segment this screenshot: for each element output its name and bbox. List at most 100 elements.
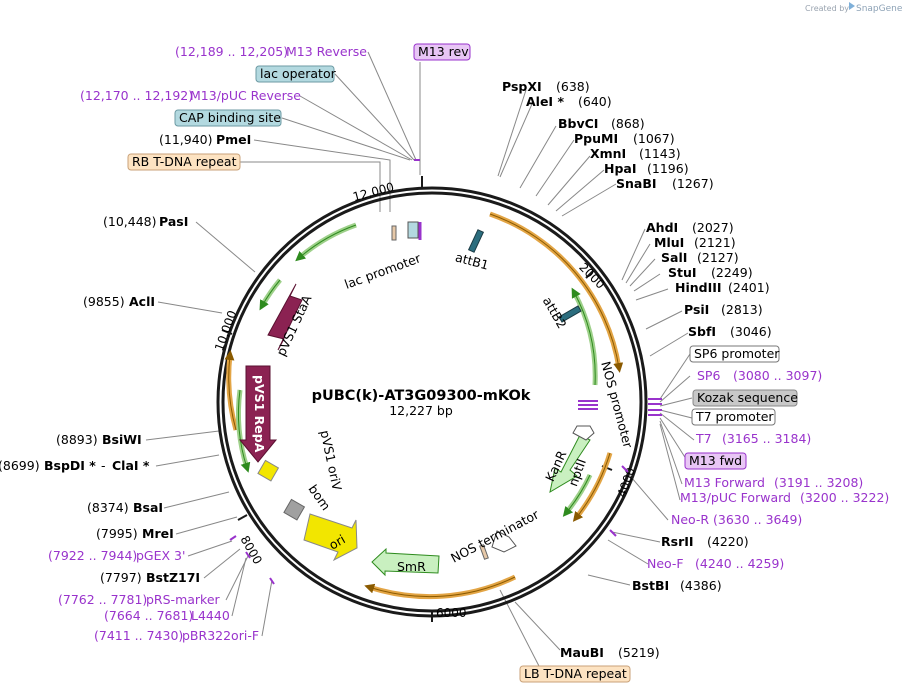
nos-promoter-outline-arrow	[572, 425, 595, 441]
promoter-arrow-right	[562, 474, 591, 517]
tick-label-8000: 8000	[237, 533, 264, 566]
hpai-name: HpaI	[604, 161, 637, 176]
bspdi-pos: (8699)	[0, 458, 40, 473]
smr-feature	[371, 547, 440, 577]
pasi-name: PasI	[159, 214, 188, 229]
stui-name: StuI	[668, 265, 697, 280]
lac-promoter-arc	[297, 222, 357, 260]
mrei-name: MreI	[142, 526, 174, 541]
hindiii-name: HindIII	[675, 280, 722, 295]
lb-tdna-repeat-label: LB T-DNA repeat	[524, 666, 627, 681]
orange-arc-left	[226, 354, 239, 431]
ppumi-name: PpuMI	[574, 131, 618, 146]
cap-lac-site-feature	[407, 221, 419, 239]
outer-primer-marks	[229, 159, 662, 585]
rb-repeat-feature	[391, 225, 397, 241]
pbr322ori-f-pos: (7411 .. 7430)	[94, 628, 183, 643]
pspxi-pos: (638)	[556, 79, 590, 94]
neo-r-name: Neo-R	[671, 512, 709, 527]
m13-reverse-name: M13 Reverse	[286, 44, 367, 59]
bsai-name: BsaI	[133, 500, 163, 515]
bsiwi-name: BsiWI	[102, 432, 142, 447]
alei-pos: (640)	[578, 94, 612, 109]
lb-repeat-feature	[479, 544, 489, 560]
bstbi-name: BstBI	[632, 578, 669, 593]
kozak-sequence-label: Kozak sequence	[697, 390, 798, 405]
xmni-name: XmnI	[590, 146, 626, 161]
mlui-name: MluI	[654, 235, 684, 250]
nos-terminator-arrow	[491, 530, 517, 553]
bspdi-name: BspDI *	[44, 458, 96, 473]
m13-puc-reverse-name: M13/pUC Reverse	[190, 88, 301, 103]
sbfi-name: SbfI	[688, 324, 716, 339]
kozak-sequence-box	[692, 389, 798, 407]
l4440-name: L4440	[191, 608, 230, 623]
mlui-pos: (2121)	[694, 235, 736, 250]
prs-marker-pos: (7762 .. 7781)	[58, 592, 147, 607]
m13-fwd-box-label: M13 fwd	[689, 453, 742, 468]
pvs1-oriv-feature	[257, 459, 280, 482]
m13-rev-box-label: M13 rev	[418, 44, 469, 59]
t7-promoter-label: T7 promoter	[695, 409, 774, 424]
xmni-pos: (1143)	[639, 146, 681, 161]
psii-name: PsiI	[684, 302, 709, 317]
acli-name: AclI	[129, 294, 155, 309]
tick-label-6000: 6000	[436, 606, 467, 620]
plasmid-length: 12,227 bp	[389, 403, 453, 418]
bstz17i-name: BstZ17I	[146, 570, 200, 585]
t7-name: T7	[695, 431, 712, 446]
orange-arc-left-arrow	[224, 350, 237, 431]
rb-tdna-repeat-box	[127, 153, 241, 171]
smr-label: SmR	[397, 559, 426, 574]
maubi-name: MauBI	[560, 645, 604, 660]
nptii-feature	[549, 434, 591, 494]
backbone-inner	[221, 191, 643, 613]
m13-puc-forward-pos: (3200 .. 3222)	[800, 490, 889, 505]
sp6-promoter-box	[689, 345, 780, 363]
acli-pos: (9855)	[83, 294, 125, 309]
m13-forward-pos: (3191 .. 3208)	[774, 475, 863, 490]
sali-pos: (2127)	[697, 250, 739, 265]
m13-rev-box	[413, 43, 471, 61]
t7-pos: (3165 .. 3184)	[722, 431, 811, 446]
nos-promoter-label: NOS promoter	[598, 360, 636, 451]
bbvci-pos: (868)	[611, 116, 645, 131]
leader-lines	[145, 51, 695, 669]
pvs1-repa-feature	[238, 365, 278, 463]
rb-tdna-repeat-label: RB T-DNA repeat	[132, 154, 237, 169]
pgex-name: pGEX 3'	[136, 548, 185, 563]
pbr322ori-f-name: pBR322ori-F	[182, 628, 259, 643]
pasi-pos: (10,448)	[103, 214, 157, 229]
pmei-name: PmeI	[216, 132, 251, 147]
pspxi-name: PspXI	[502, 79, 542, 94]
attb1-label: attB1	[454, 249, 491, 272]
promoter-arrow-left	[237, 389, 251, 473]
ori-label: ori	[326, 531, 348, 552]
orange-arc-upper-right-arrow	[489, 213, 624, 373]
attb2-label: attB2	[540, 294, 570, 331]
sp6-pos: (3080 .. 3097)	[733, 368, 822, 383]
maubi-pos: (5219)	[618, 645, 660, 660]
attb2-feature	[558, 305, 582, 323]
neo-f-pos: (4240 .. 4259)	[695, 556, 784, 571]
clai-separator: -	[101, 458, 106, 473]
snapgene-logo-icon	[849, 2, 855, 10]
m13-fwd-box	[684, 452, 747, 470]
prs-marker-name: pRS-marker	[146, 592, 221, 607]
lac-promoter-label: lac promoter	[342, 250, 423, 292]
snabi-name: SnaBI	[616, 176, 657, 191]
nos-terminator-label: NOS terminator	[448, 506, 542, 565]
bsiwi-pos: (8893)	[56, 432, 98, 447]
mcs-primer-marks	[578, 400, 598, 410]
orange-arc-right-arrow	[572, 452, 611, 522]
m13-reverse-pos: (12,189 .. 12,205)	[175, 44, 288, 59]
credit-text: Created by	[805, 4, 849, 13]
bsai-pos: (8374)	[87, 500, 129, 515]
bbvci-name: BbvCI	[558, 116, 598, 131]
plasmid-name: pUBC(k)-AT3G09300-mKOk	[312, 388, 531, 404]
pvs1-staa-feature	[267, 283, 303, 351]
hindiii-pos: (2401)	[728, 280, 770, 295]
bstz17i-pos: (7797)	[100, 570, 142, 585]
cap-binding-site-label: CAP binding site	[179, 110, 281, 125]
